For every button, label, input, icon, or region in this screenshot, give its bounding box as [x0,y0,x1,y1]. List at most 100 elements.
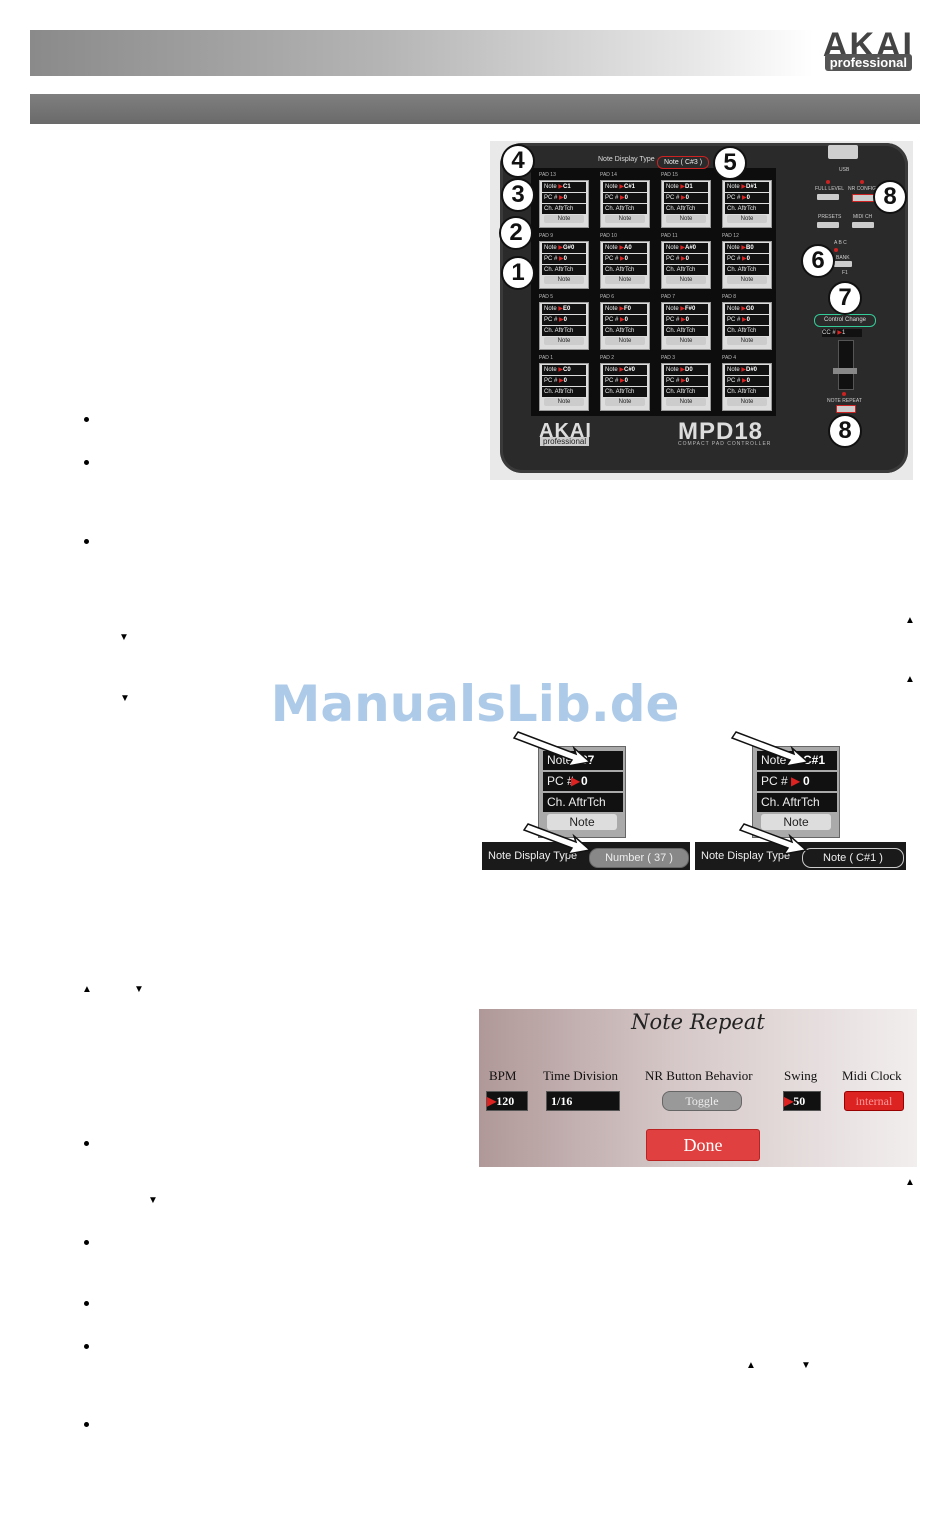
pad-note-row[interactable]: Note ▶G0 [725,304,769,314]
fader-track[interactable] [838,340,854,390]
pad-note-row[interactable]: Note ▶D1 [664,182,708,192]
pad-pc-row[interactable]: PC # ▶0 [664,254,708,264]
zoom-left-display-value[interactable]: Number ( 37 ) [589,848,689,868]
pad-pc-row[interactable]: PC # ▶0 [603,254,647,264]
pad-note-row[interactable]: Note ▶D0 [664,365,708,375]
pad-aftertouch-row[interactable]: Ch. AftrTch [664,326,708,336]
pad-aftertouch-row[interactable]: Ch. AftrTch [725,204,769,214]
pad-aftertouch-row[interactable]: Ch. AftrTch [542,204,586,214]
pad-mode-button[interactable]: Note [544,337,584,345]
swing-field[interactable]: ▶50 [783,1091,821,1111]
pad-aftertouch-row[interactable]: Ch. AftrTch [664,265,708,275]
pad-mode-button[interactable]: Note [605,337,645,345]
pad-pc-row[interactable]: PC # ▶0 [603,193,647,203]
pad-note-row[interactable]: Note ▶D#0 [725,365,769,375]
midi-ch-button[interactable] [852,222,874,228]
pad-aftertouch-row[interactable]: Ch. AftrTch [603,265,647,275]
zoom-right-note-button[interactable]: Note [761,814,831,830]
full-level-button[interactable] [817,194,839,200]
pad-aftertouch-row[interactable]: Ch. AftrTch [725,387,769,397]
zoom-left-note-button[interactable]: Note [547,814,617,830]
pad-aftertouch-row[interactable]: Ch. AftrTch [542,387,586,397]
pad-pc-row[interactable]: PC # ▶0 [542,254,586,264]
pad-aftertouch-row[interactable]: Ch. AftrTch [664,204,708,214]
pad-note-row[interactable]: Note ▶C#1 [603,182,647,192]
pad-mode-button[interactable]: Note [666,398,706,406]
pad-mode-button[interactable]: Note [605,215,645,223]
pad-mode-button[interactable]: Note [544,215,584,223]
pad-mode-button[interactable]: Note [666,215,706,223]
pad-mode-button[interactable]: Note [666,337,706,345]
pad-note-row[interactable]: Note ▶G#0 [542,243,586,253]
pad-mode-button[interactable]: Note [727,337,767,345]
pad-note-row[interactable]: Note ▶B0 [725,243,769,253]
pad-mode-button[interactable]: Note [666,276,706,284]
pad-note-row[interactable]: Note ▶A#0 [664,243,708,253]
pad-pc-row[interactable]: PC # ▶0 [603,376,647,386]
pad-pc-row[interactable]: PC # ▶0 [603,315,647,325]
zoom-right-display-value[interactable]: Note ( C#1 ) [802,848,904,868]
pad-note-row[interactable]: Note ▶C0 [542,365,586,375]
pad-mode-button[interactable]: Note [727,398,767,406]
pad-pc-row[interactable]: PC # ▶0 [725,315,769,325]
pad-note-row[interactable]: Note ▶E0 [542,304,586,314]
pad-mode-button[interactable]: Note [727,215,767,223]
pad-pc-row[interactable]: PC # ▶0 [664,376,708,386]
pad-note-row[interactable]: Note ▶A0 [603,243,647,253]
pad-pc-row[interactable]: PC # ▶0 [542,193,586,203]
note-display-type-value[interactable]: Note ( C#3 ) [657,156,709,169]
pad-aftertouch-row[interactable]: Ch. AftrTch [664,387,708,397]
pad-mode-button[interactable]: Note [544,276,584,284]
pad-aftertouch-row[interactable]: Ch. AftrTch [603,387,647,397]
pad-pc-row[interactable]: PC # ▶0 [725,376,769,386]
fader-knob[interactable] [833,368,857,374]
pad-aftertouch-row[interactable]: Ch. AftrTch [725,265,769,275]
pad-mode-button[interactable]: Note [727,276,767,284]
midi-clock-field[interactable]: internal [844,1091,904,1111]
pad-note-row[interactable]: Note ▶C#0 [603,365,647,375]
done-button[interactable]: Done [646,1129,760,1161]
pad-pc-row[interactable]: PC # ▶0 [542,376,586,386]
presets-button[interactable] [817,222,839,228]
pad-note-row[interactable]: Note ▶F0 [603,304,647,314]
pad-pc-row[interactable]: PC # ▶0 [725,254,769,264]
time-division-field[interactable]: 1/16 [546,1091,620,1111]
bank-button[interactable] [834,261,852,267]
bpm-field[interactable]: ▶120 [486,1091,528,1111]
pad-pc-row[interactable]: PC # ▶0 [664,193,708,203]
pad-mode-button[interactable]: Note [605,276,645,284]
pad-pc-row[interactable]: PC # ▶0 [664,315,708,325]
bpm-value: 120 [496,1094,515,1108]
pad-aftertouch-row[interactable]: Ch. AftrTch [725,326,769,336]
pad-note-row[interactable]: Note ▶C1 [542,182,586,192]
note-repeat-button[interactable] [836,405,856,413]
nr-button-behavior-toggle[interactable]: Toggle [662,1091,742,1111]
pad-aftertouch-row[interactable]: Ch. AftrTch [603,326,647,336]
pad-pc-row[interactable]: PC # ▶0 [725,193,769,203]
pad-note-label: Note [727,184,740,190]
pad-note-row[interactable]: Note ▶F#0 [664,304,708,314]
pad-pc-row[interactable]: PC # ▶0 [542,315,586,325]
pad-mode-button[interactable]: Note [544,398,584,406]
pad-aftertouch-row[interactable]: Ch. AftrTch [542,326,586,336]
pad-aftertouch-row[interactable]: Ch. AftrTch [542,265,586,275]
pad-mode-button[interactable]: Note [605,398,645,406]
pad-aftertouch-row[interactable]: Ch. AftrTch [603,204,647,214]
pad-note-row[interactable]: Note ▶D#1 [725,182,769,192]
